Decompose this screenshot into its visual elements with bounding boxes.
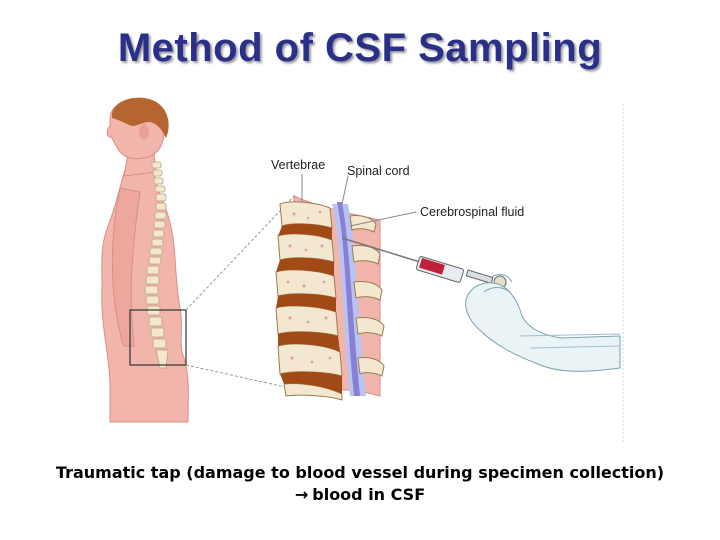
csf-leader: [349, 211, 417, 227]
caption-line-2: →blood in CSF: [0, 484, 720, 506]
spine-cross-section: [275, 195, 385, 401]
spinal-cord-leader: [341, 175, 349, 205]
syringe-plunger: [465, 269, 494, 284]
lumbar-puncture-illustration: Vertebrae Spinal cord Cerebrospinal flui…: [101, 97, 624, 442]
zoom-connector-bottom: [185, 364, 327, 397]
needle: [341, 237, 421, 263]
arm: [111, 187, 141, 347]
slide-title: Method of CSF Sampling: [117, 26, 603, 70]
arrow-right-icon: →: [294, 485, 309, 504]
syringe: [341, 237, 507, 289]
spinal-cord: [337, 202, 360, 396]
syringe-blood: [419, 258, 445, 275]
label-vertebrae: Vertebrae: [271, 158, 325, 172]
gloved-hand: [465, 274, 621, 372]
caption: Traumatic tap (damage to blood vessel du…: [0, 462, 720, 506]
label-csf: Cerebrospinal fluid: [420, 205, 524, 219]
human-figure: [101, 97, 189, 423]
zoom-connector-top: [185, 193, 297, 311]
lumbar-highlight-box: [129, 309, 187, 366]
label-spinal-cord: Spinal cord: [347, 164, 410, 178]
hair: [112, 97, 169, 138]
spine: [144, 161, 169, 369]
caption-line-1: Traumatic tap (damage to blood vessel du…: [55, 463, 665, 482]
caption-result: blood in CSF: [312, 485, 426, 504]
ear: [139, 124, 149, 140]
